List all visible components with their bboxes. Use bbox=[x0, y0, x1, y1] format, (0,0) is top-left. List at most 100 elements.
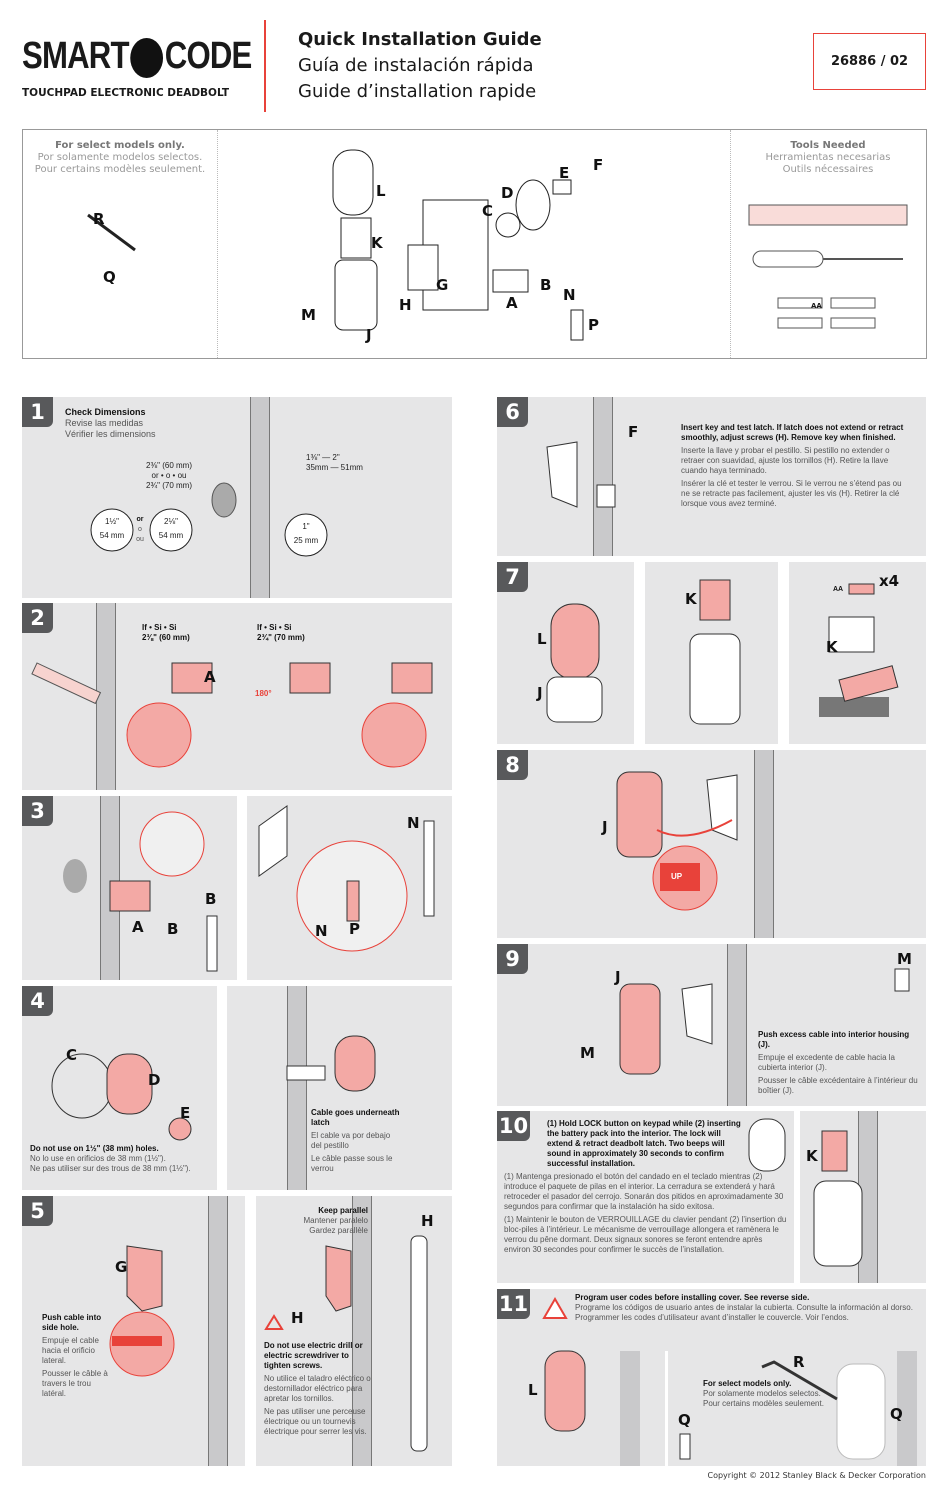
part-label-q: Q bbox=[103, 268, 116, 286]
part-label-m: M bbox=[301, 306, 316, 324]
door-edge bbox=[727, 944, 747, 1106]
part-label-c: C bbox=[482, 202, 494, 220]
document-number: 26886 / 02 bbox=[813, 33, 926, 90]
part-label-a: A bbox=[132, 918, 144, 936]
part-label-p: P bbox=[588, 316, 599, 334]
title-es: Guía de instalación rápida bbox=[298, 55, 534, 76]
part-label-j: J bbox=[537, 684, 543, 702]
step-number: 5 bbox=[22, 1196, 53, 1226]
thickness-label: 1⅜" — 2"35mm — 51mm bbox=[306, 453, 363, 472]
step-8-panel: 8 J UP bbox=[497, 750, 926, 938]
part-label-a: A bbox=[506, 294, 518, 312]
door-edge bbox=[250, 397, 270, 598]
step-10-text-en: (1) Hold LOCK button on keypad while (2)… bbox=[547, 1119, 741, 1168]
part-label-l: L bbox=[537, 630, 547, 648]
select-models-note: For select models only.Por solamente mod… bbox=[34, 140, 206, 175]
part-label-j: J bbox=[615, 968, 621, 986]
battery-label: AA bbox=[833, 586, 844, 593]
step-10-text-es: (1) Mantenga presionado el botón del can… bbox=[504, 1172, 784, 1211]
step-6-text: Insert key and test latch. If latch does… bbox=[681, 423, 904, 508]
step-11-panel: 11 Program user codes before installing … bbox=[497, 1289, 926, 1466]
part-label-e: E bbox=[559, 164, 570, 182]
step-6-panel: 6 F Insert key and test latch. If latch … bbox=[497, 397, 926, 556]
logo-badge-icon bbox=[130, 37, 164, 78]
part-label-n: N bbox=[315, 922, 328, 940]
part-label-b: B bbox=[540, 276, 552, 294]
step-3a-panel: 3 A B B bbox=[22, 796, 237, 980]
step-number: 3 bbox=[22, 796, 53, 826]
product-subtitle: TOUCHPAD ELECTRONIC DEADBOLT bbox=[22, 87, 230, 99]
step-9-panel: 9 J M M Push excess cable into interior … bbox=[497, 944, 926, 1106]
step-10-panel: 10 (1) Hold LOCK button on keypad while … bbox=[497, 1111, 794, 1283]
door-edge bbox=[352, 1196, 372, 1466]
part-label-k: K bbox=[826, 638, 838, 656]
warning-icon bbox=[264, 1314, 284, 1330]
hole-warning: Do not use on 1½" (38 mm) holes.No lo us… bbox=[30, 1144, 191, 1173]
hole-2: 2⅛"54 mm bbox=[158, 517, 184, 540]
hole-3: 1"25 mm bbox=[293, 522, 319, 545]
part-label-e: E bbox=[180, 1104, 191, 1122]
step-7b-panel: K bbox=[645, 562, 778, 744]
title-en: Quick Installation Guide bbox=[298, 29, 542, 50]
hole-1: 1½"54 mm bbox=[99, 517, 125, 540]
part-label-n: N bbox=[407, 814, 420, 832]
divider bbox=[217, 130, 218, 358]
step-number: 6 bbox=[497, 397, 528, 427]
step-10-text-fr: (1) Maintenir le bouton de VERROUILLAGE … bbox=[504, 1215, 787, 1254]
copyright: Copyright © 2012 Stanley Black & Decker … bbox=[707, 1471, 927, 1480]
step-number: 7 bbox=[497, 562, 528, 592]
part-label-r: R bbox=[93, 210, 105, 228]
logo-text-2: CODE bbox=[164, 35, 253, 77]
step-4a-panel: 4 C D E Do not use on 1½" (38 mm) holes.… bbox=[22, 986, 217, 1190]
part-label-k: K bbox=[371, 234, 383, 252]
parts-illustration bbox=[87, 149, 908, 341]
part-label-j: J bbox=[602, 818, 608, 836]
step-10-text: (1) Hold LOCK button on keypad while (2)… bbox=[504, 1119, 789, 1255]
step-number: 11 bbox=[497, 1289, 530, 1319]
step-number: 4 bbox=[22, 986, 53, 1016]
part-label-g: G bbox=[115, 1258, 128, 1276]
battery-count: x4 bbox=[879, 572, 900, 590]
part-label-m: M bbox=[897, 950, 912, 968]
keypad-illustration bbox=[748, 1118, 786, 1172]
part-label-l: L bbox=[376, 182, 386, 200]
part-label-b: B bbox=[167, 920, 179, 938]
step-9-text: Push excess cable into interior housing … bbox=[758, 1030, 918, 1095]
part-label-h: H bbox=[291, 1309, 304, 1327]
step-5a-panel: 5 G Push cable into side hole.Empuje el … bbox=[22, 1196, 245, 1466]
part-label-r: R bbox=[793, 1353, 805, 1371]
step-number: 1 bbox=[22, 397, 53, 427]
part-label-d: D bbox=[501, 184, 514, 202]
part-label-q: Q bbox=[678, 1411, 691, 1429]
step-10b-panel: K bbox=[800, 1111, 926, 1283]
divider bbox=[730, 130, 731, 358]
step-number: 9 bbox=[497, 944, 528, 974]
part-label-f: F bbox=[628, 423, 639, 441]
door-edge bbox=[287, 986, 307, 1190]
step-11-text: Program user codes before installing cov… bbox=[575, 1293, 913, 1322]
step-7a-panel: 7 L J bbox=[497, 562, 634, 744]
battery-label: AA bbox=[811, 302, 822, 310]
rotation-label: 180° bbox=[255, 689, 272, 698]
part-label-n: N bbox=[563, 286, 576, 304]
parts-overview: For select models only.Por solamente mod… bbox=[22, 129, 927, 359]
part-label-g: G bbox=[436, 276, 449, 294]
part-label-h: H bbox=[399, 296, 412, 314]
part-label-d: D bbox=[148, 1071, 161, 1089]
select-models-note: For select models only.Por solamente mod… bbox=[703, 1379, 824, 1408]
step-number: 2 bbox=[22, 603, 53, 633]
divider bbox=[264, 20, 266, 112]
part-label-h: H bbox=[421, 1212, 434, 1230]
part-label-p: P bbox=[349, 920, 360, 938]
